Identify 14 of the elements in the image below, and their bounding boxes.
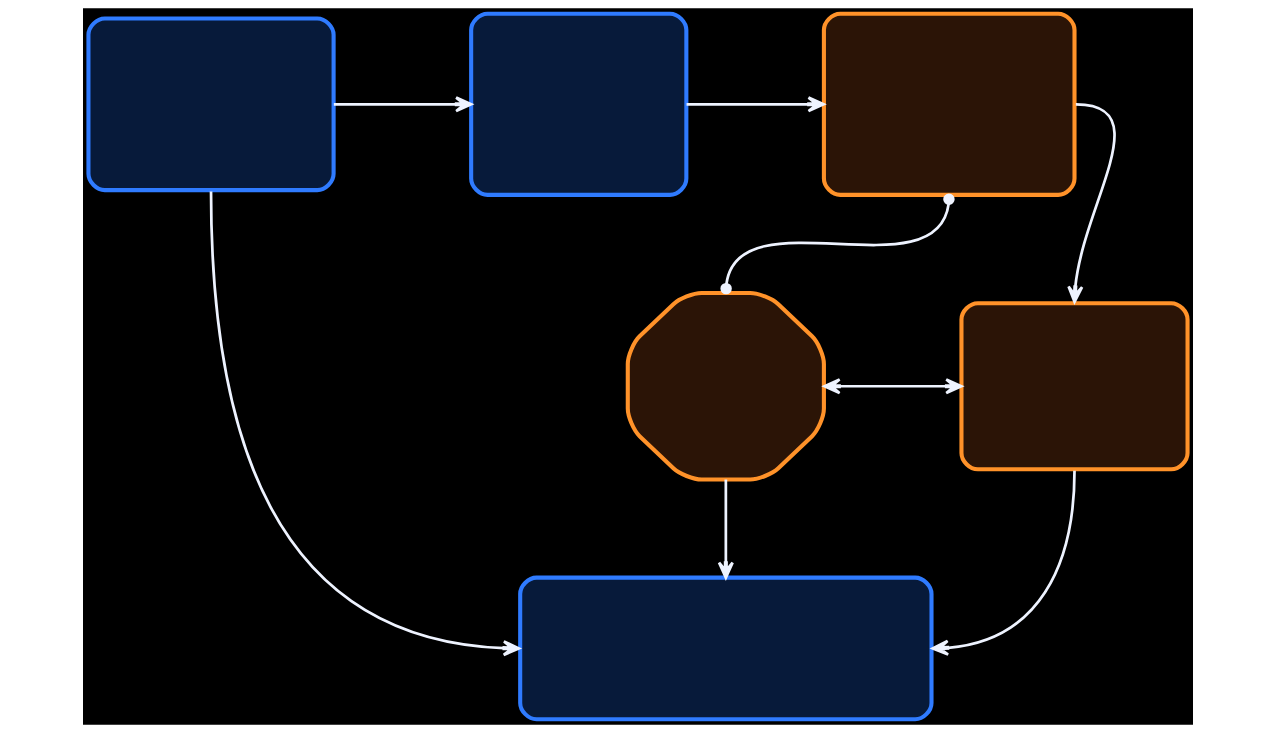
arrow [333,96,473,113]
node-box [469,11,689,197]
node-box [959,301,1190,472]
node-octagon [625,290,826,482]
connector [720,193,955,295]
arrow [823,378,963,395]
arrow [686,96,825,113]
arrow [931,470,1076,656]
node-box [821,11,1077,197]
arrow [717,479,734,579]
node-box [518,575,934,722]
arrow [209,191,521,657]
arrow [1067,102,1116,304]
node-box [86,16,336,193]
